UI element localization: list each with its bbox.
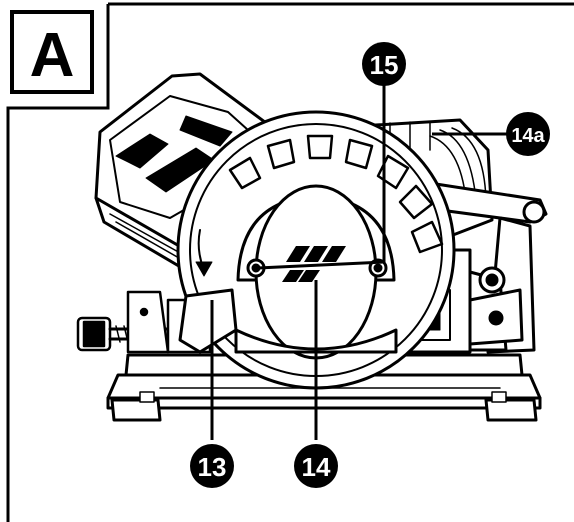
handle-arm [408,178,548,354]
callout-14a-label: 14a [511,125,545,147]
base-plate [106,353,542,422]
callout-13: 13 [190,444,234,488]
callout-15-label: 15 [370,50,399,80]
callout-15: 15 [362,42,406,86]
callout-13-label: 13 [198,452,227,482]
panel-label-box: A [10,10,94,94]
lower-guard [178,288,398,354]
panel-label: A [30,21,75,90]
leader-lines [210,84,510,440]
machine [76,72,548,422]
callout-14-label: 14 [302,452,331,482]
page-frame [6,2,574,522]
callout-14a: 14a [506,112,550,156]
callout-14: 14 [294,444,338,488]
